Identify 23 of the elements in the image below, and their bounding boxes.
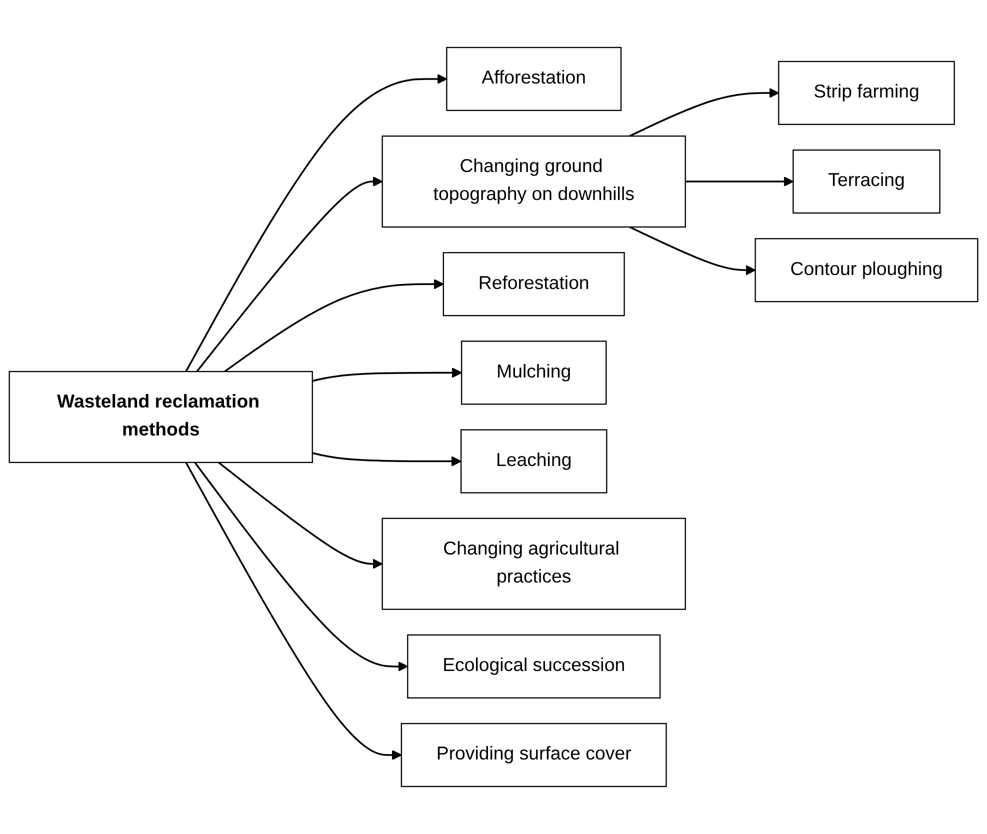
node-box: Strip farming [778, 60, 955, 126]
node-box: Ecological succession [407, 634, 661, 698]
node-box: Leaching [460, 429, 608, 494]
arrow [196, 176, 383, 372]
arrow [629, 226, 756, 276]
arrow [224, 279, 444, 372]
node-box: Mulching [460, 340, 607, 405]
arrow [218, 462, 383, 569]
arrow [185, 74, 448, 372]
node-box: Changing ground topography on downhills [382, 136, 686, 228]
node-box: Afforestation [446, 46, 622, 112]
node-box: Reforestation [442, 252, 625, 316]
node-box: Providing surface cover [400, 722, 667, 788]
arrow [312, 368, 462, 382]
arrow [685, 176, 794, 187]
arrow [185, 462, 402, 760]
arrow [194, 462, 408, 672]
node-box: Terracing [792, 150, 940, 214]
node-box: Changing agricultural practices [382, 518, 686, 610]
node-box: Wasteland reclamation methods [8, 370, 313, 464]
node-box: Contour ploughing [754, 238, 978, 302]
arrow [629, 88, 780, 137]
arrow [312, 452, 462, 466]
